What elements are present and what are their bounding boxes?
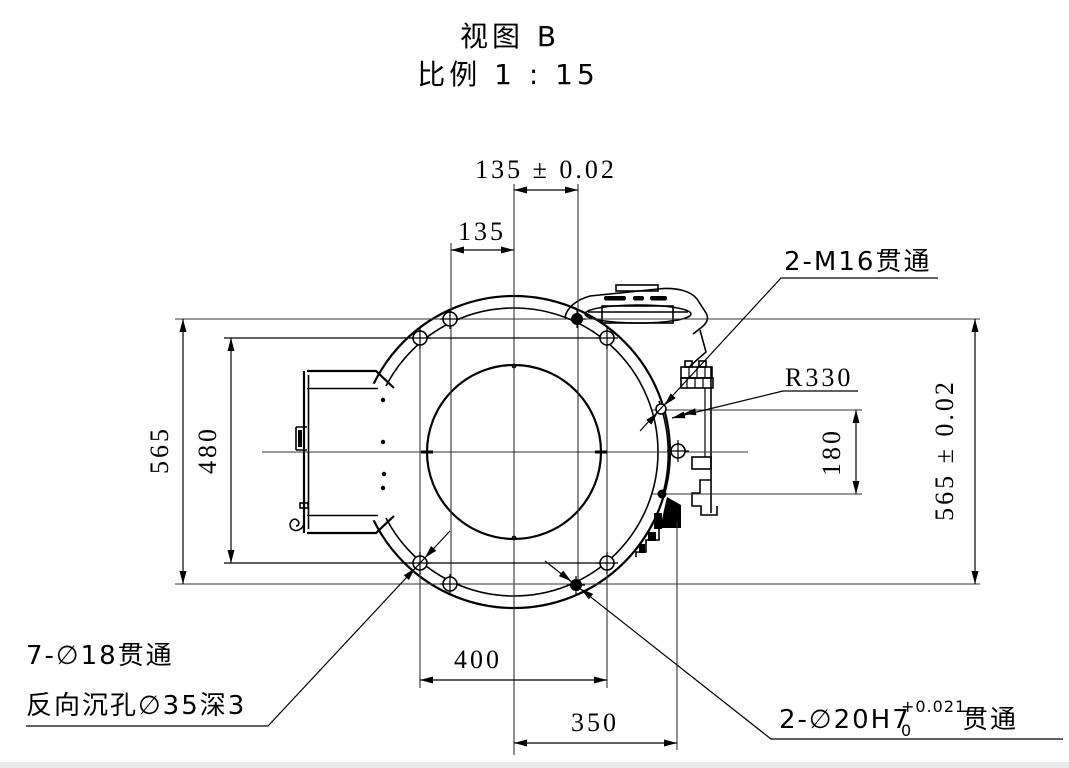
view-title: 视图 B: [460, 20, 560, 53]
dim-135-text: 135: [458, 217, 506, 246]
hole-m16: [657, 489, 667, 499]
dimension-565-left: 565: [145, 319, 187, 584]
hole-18: [667, 440, 689, 462]
dim-180-text: 180: [817, 428, 846, 476]
dim-135-tol-text: 135 ± 0.02: [475, 155, 617, 184]
dim-480-text: 480: [193, 426, 222, 474]
dim-400-text: 400: [454, 645, 502, 674]
dimension-400: 400: [420, 645, 607, 684]
h7-label-tail: 贯通: [962, 705, 1018, 735]
arm-dot-pattern: [380, 397, 387, 491]
hole-18: [596, 552, 618, 574]
dimension-480: 480: [193, 338, 235, 563]
callout-20h7: 2-∅20H7 +0.021 0 贯通: [544, 560, 1063, 740]
view-title-block: 视图 B 比例 1 : 15: [417, 20, 599, 91]
bolt-holes-18: [409, 309, 689, 594]
dimension-135: 135: [451, 217, 514, 254]
dimension-565-tol-right: 565 ± 0.02: [930, 319, 979, 584]
view-scale: 比例 1 : 15: [417, 58, 599, 91]
callout-7x18: 7-∅18贯通 反向沉孔∅35深3: [26, 530, 451, 727]
dimension-135-tol: 135 ± 0.02: [475, 155, 617, 194]
dimension-180: 180: [817, 410, 860, 494]
hole-18: [409, 327, 431, 349]
dimension-350: 350: [514, 708, 677, 747]
callout-m16: 2-M16贯通: [639, 247, 938, 432]
left-tab-detail: [295, 426, 307, 451]
h7-label-sub: 0: [901, 721, 912, 740]
motor-cover: [564, 284, 709, 335]
callout-r330: R330: [671, 363, 858, 422]
hole-18: [440, 574, 460, 594]
hole-18: [440, 309, 460, 329]
h7-label-main: 2-∅20H7: [779, 705, 911, 735]
dim-565-tol-text: 565 ± 0.02: [930, 379, 959, 521]
m16-label: 2-M16贯通: [784, 247, 931, 277]
r330-label: R330: [785, 363, 853, 392]
dim-565-text: 565: [145, 426, 174, 474]
bottom-strip: [0, 762, 1069, 768]
hook-detail: [289, 502, 309, 532]
hatch-wedge: [660, 497, 681, 528]
dim-350-text: 350: [571, 708, 619, 737]
h7-label-sup: +0.021: [901, 697, 966, 716]
hole-20h7: [568, 310, 586, 328]
hole-18: [596, 327, 618, 349]
holes18-label-line2: 反向沉孔∅35深3: [26, 691, 246, 721]
holes18-label-line1: 7-∅18贯通: [26, 641, 174, 671]
